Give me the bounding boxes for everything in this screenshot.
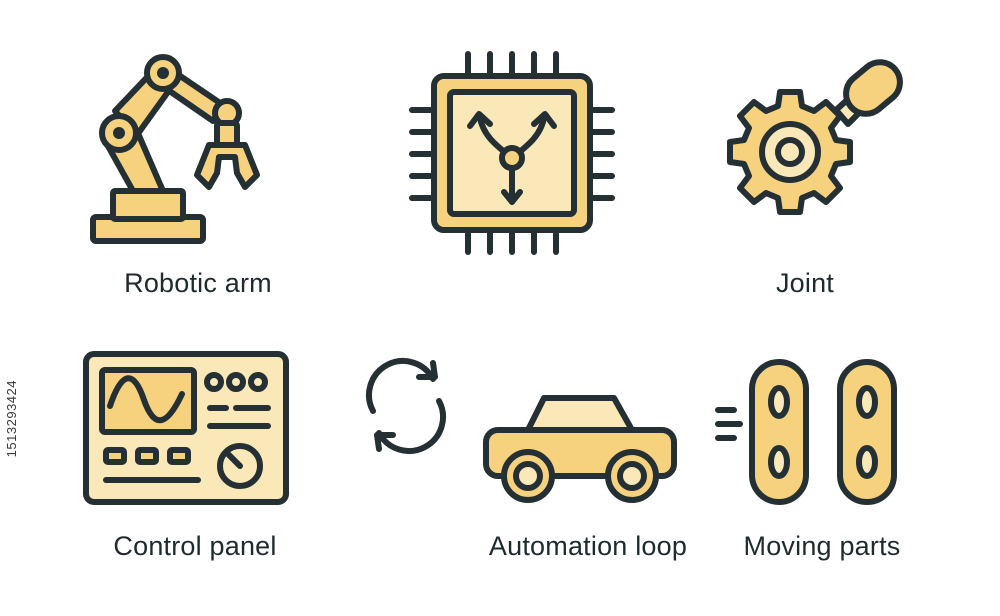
- car-icon: [483, 395, 677, 503]
- robotic-arm-icon: [90, 54, 260, 244]
- moving-parts-icon: [715, 359, 897, 505]
- side-id-text: 1513293424: [4, 380, 19, 458]
- joint-label: Joint: [775, 268, 835, 298]
- control-panel-label: Control panel: [113, 531, 277, 561]
- refresh-cycle-icon: [366, 358, 446, 454]
- control-panel-icon: [83, 351, 289, 505]
- robotic-arm-label: Robotic arm: [124, 268, 272, 298]
- gear-joint-icon: [727, 59, 903, 215]
- processor-chip-icon: [409, 51, 615, 255]
- moving-parts-label: Moving parts: [743, 531, 901, 561]
- automation-loop-label: Automation loop: [488, 531, 688, 561]
